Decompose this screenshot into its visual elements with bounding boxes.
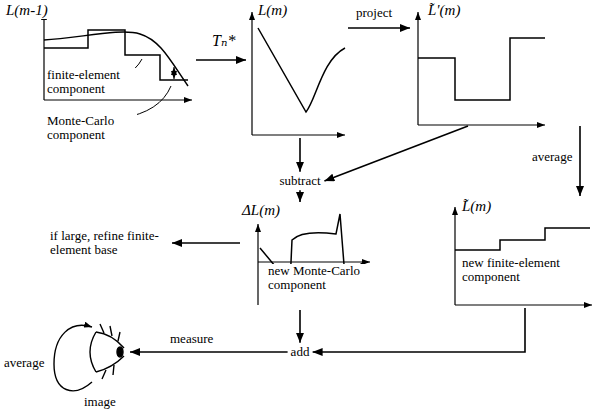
axis-title: L(m) (258, 2, 287, 19)
plot-panel: ΔL(m) new Monte-Carlo component (240, 202, 376, 310)
flow-arrow (348, 27, 410, 29)
plot-axes (417, 12, 418, 125)
eye-symbol (90, 332, 96, 372)
plot-axes (257, 224, 258, 305)
plot-curve (455, 228, 590, 250)
flow-arrow (579, 126, 581, 196)
axis-title: L(m-1) (6, 2, 48, 19)
eye-figure: average image (2, 314, 130, 411)
plot-axes (44, 99, 192, 100)
edge-label: project (356, 6, 392, 20)
flow-arrow (196, 59, 246, 61)
axis-title: L̃'(m) (428, 2, 460, 19)
flow-arrow (299, 310, 301, 343)
eye-symbol (96, 356, 124, 372)
node-text: if large, refine finite-element base (50, 229, 169, 258)
plot-panel: L(m) (246, 2, 348, 138)
axis-title: L̃(m) (462, 198, 491, 215)
node-text: add (291, 345, 310, 359)
flow-arrow (324, 126, 468, 181)
plot-panel: L̃(m) new finite-element component (448, 196, 598, 308)
plot-axes (43, 12, 44, 100)
eye-symbol (54, 324, 124, 391)
plot-axes (252, 134, 345, 135)
figure-label: image (84, 395, 116, 409)
flow-arrow (130, 351, 288, 353)
plot-curve (258, 28, 345, 112)
eye-symbol (54, 325, 92, 390)
flow-arrow (172, 242, 240, 244)
leader-line (174, 67, 175, 79)
eye-symbol (117, 347, 123, 357)
axis-title: ΔL(m) (242, 202, 280, 219)
edge-label: average (532, 150, 572, 164)
flow-arrow (299, 138, 301, 172)
edge-label: measure (170, 332, 213, 346)
flow-arrow (313, 308, 525, 352)
flow-arrow (299, 190, 301, 202)
plot-curve (418, 38, 545, 100)
plot-curve (44, 28, 590, 290)
operation-label: subtract (276, 172, 324, 190)
note-label: if large, refine finite-element base (47, 227, 172, 260)
plot-panel: L̃'(m) (410, 2, 590, 126)
plot-axes (455, 304, 592, 305)
node-text: subtract (279, 174, 321, 188)
annotation: Monte-Carlo component (47, 114, 137, 143)
plot-axes (251, 12, 252, 135)
operation-label: add (288, 343, 313, 361)
annotation: new Monte-Carlo component (268, 264, 368, 293)
edge-label: Tₙ* (212, 32, 235, 50)
plot-panel: L(m-1) finite-element componentMonte-Carl… (4, 2, 196, 144)
annotation: finite-element component (47, 68, 137, 97)
plot-axes (418, 124, 545, 125)
plot-axes (258, 261, 370, 262)
loop-label: average (4, 356, 44, 370)
annotation: new finite-element component (462, 256, 594, 285)
plot-axes (454, 207, 455, 305)
